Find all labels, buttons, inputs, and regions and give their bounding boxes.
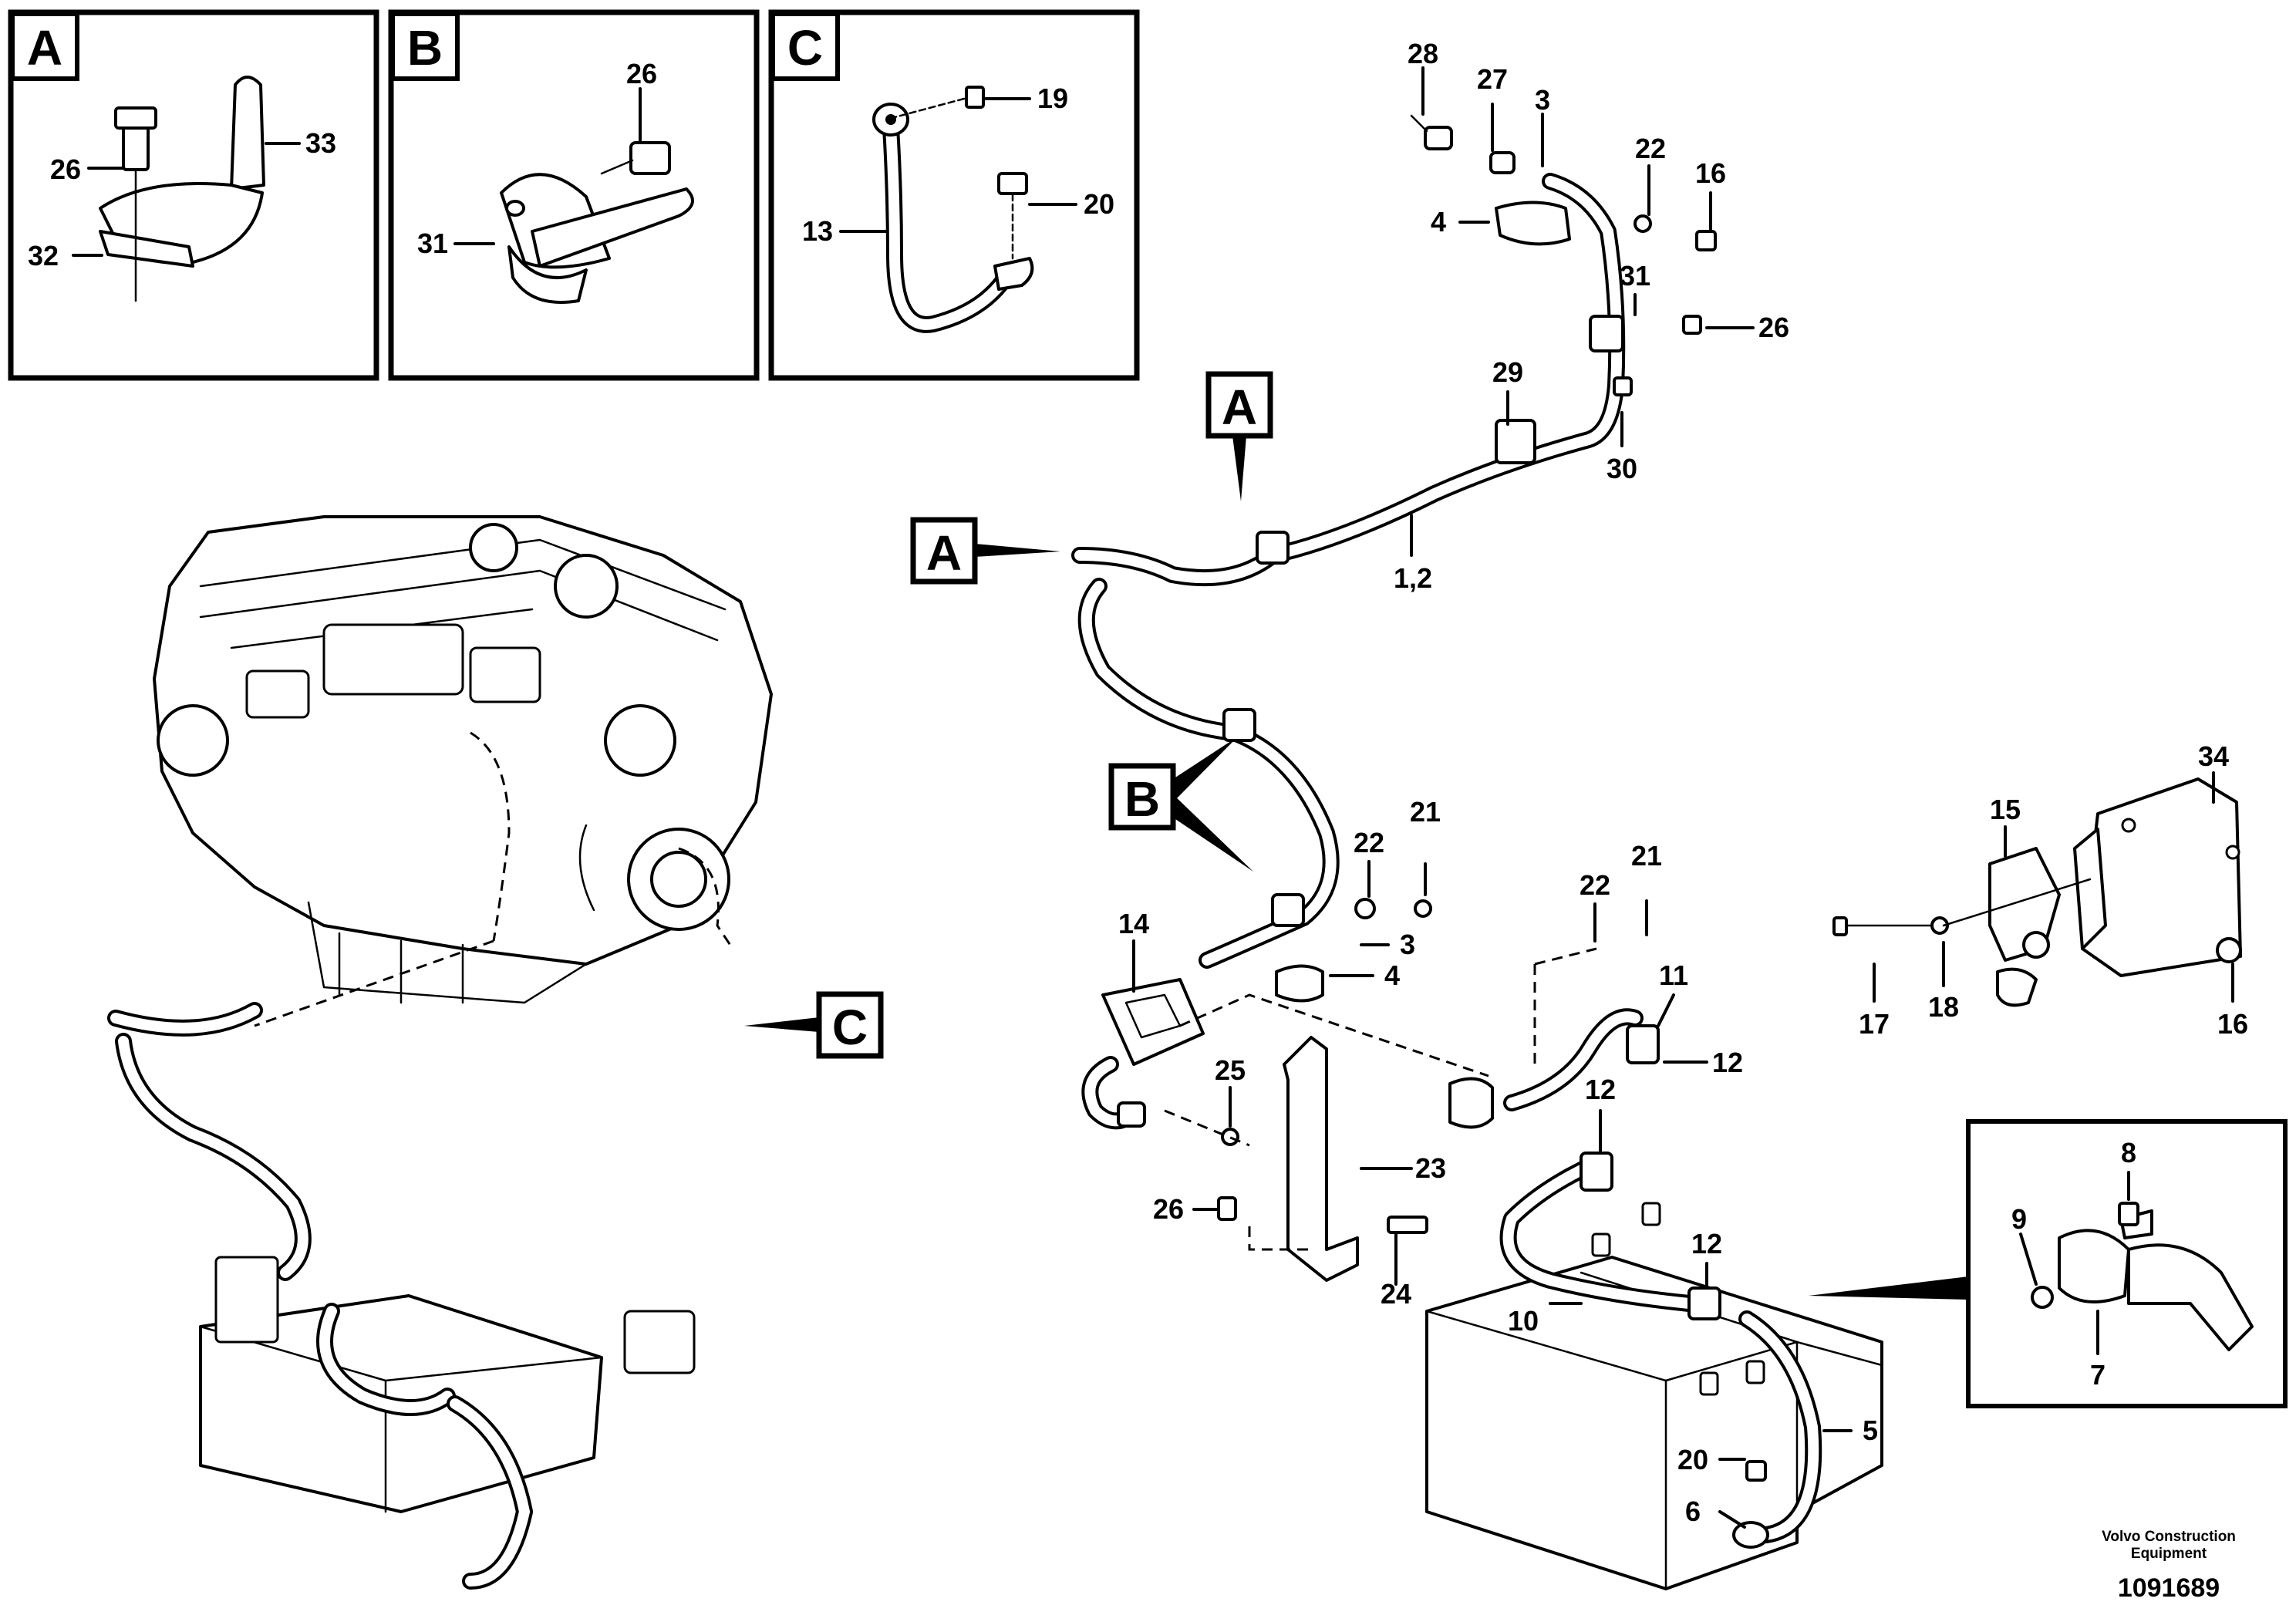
detail-view-a[interactable]: A 26 33 32 <box>8 9 379 381</box>
label-3: 3 <box>1535 84 1550 116</box>
document-number: 1091689 <box>2118 1573 2220 1603</box>
label-29: 29 <box>1492 356 1523 388</box>
label-25: 25 <box>1215 1054 1246 1086</box>
callout-view-c[interactable]: C <box>744 991 884 1059</box>
connector-parts-mid <box>1275 898 1432 1003</box>
label-31: 31 <box>417 228 448 259</box>
bracket-23 <box>1217 1036 1428 1282</box>
label-13: 13 <box>802 215 833 247</box>
label-26: 26 <box>1758 312 1789 343</box>
detail-view-b[interactable]: B 26 31 <box>388 9 760 381</box>
label-3: 3 <box>1400 929 1415 960</box>
label-12: 12 <box>1712 1047 1743 1078</box>
cable-tie-clamp-drawing <box>99 76 265 302</box>
credit-line-2: Equipment <box>2131 1546 2207 1562</box>
main-cable-harness <box>1071 173 1626 969</box>
label-15: 15 <box>1990 794 2021 825</box>
label-9: 9 <box>2011 1203 2027 1235</box>
detail-view-c-letter: C <box>787 20 823 76</box>
label-32: 32 <box>28 240 59 271</box>
label-12: 12 <box>1691 1228 1722 1259</box>
label-6: 6 <box>1685 1496 1701 1527</box>
label-26: 26 <box>626 58 657 89</box>
callout-letter: A <box>1222 379 1257 435</box>
label-22: 22 <box>1354 827 1384 858</box>
label-33: 33 <box>305 127 336 159</box>
engine-battery-harness <box>107 1002 696 1590</box>
detail-clamp-box <box>1809 1119 2288 1408</box>
label-24: 24 <box>1381 1278 1411 1310</box>
label-22: 22 <box>1580 869 1610 901</box>
label-10: 10 <box>1508 1305 1539 1337</box>
label-16: 16 <box>1695 157 1726 189</box>
label-18: 18 <box>1928 991 1959 1023</box>
label-26: 26 <box>1153 1193 1184 1225</box>
label-5: 5 <box>1863 1415 1878 1446</box>
battery-set <box>1425 1152 1883 1590</box>
label-19: 19 <box>1037 83 1068 114</box>
label-20: 20 <box>1677 1444 1708 1475</box>
p-clamp-drawing <box>500 141 694 304</box>
ground-strap-drawing <box>872 86 1034 333</box>
callout-letter: A <box>926 525 962 581</box>
label-16: 16 <box>2217 1008 2248 1040</box>
label-21: 21 <box>1631 840 1662 872</box>
relay-15-bracket-34 <box>1832 777 2242 1007</box>
label-30: 30 <box>1607 453 1637 484</box>
label-20: 20 <box>1084 188 1114 220</box>
label-11: 11 <box>1659 959 1688 991</box>
callout-letter: C <box>832 1000 868 1055</box>
engine-illustration <box>153 515 773 1027</box>
callout-view-b[interactable]: B <box>1108 737 1253 872</box>
leader-lines <box>1132 66 2234 1529</box>
label-1-2: 1,2 <box>1394 562 1432 594</box>
connector-parts-top <box>1410 114 1717 396</box>
credit-line-1: Volvo Construction <box>2102 1529 2236 1545</box>
label-4: 4 <box>1384 959 1400 991</box>
label-4: 4 <box>1431 206 1446 238</box>
callout-view-a-upper[interactable]: A <box>1205 371 1273 501</box>
callout-view-a-left[interactable]: A <box>910 517 1060 585</box>
label-12: 12 <box>1585 1074 1616 1105</box>
label-26: 26 <box>50 153 81 185</box>
label-17: 17 <box>1859 1008 1890 1040</box>
label-22: 22 <box>1635 133 1666 164</box>
label-31: 31 <box>1620 260 1650 292</box>
label-7: 7 <box>2090 1359 2106 1391</box>
label-21: 21 <box>1410 796 1441 828</box>
callout-letter: B <box>1124 771 1160 827</box>
detail-view-a-letter: A <box>27 20 62 76</box>
footer: Volvo Construction Equipment 1091689 <box>2102 1529 2236 1603</box>
label-23: 23 <box>1415 1152 1446 1184</box>
assembly-dashed-lines <box>1164 947 1597 1251</box>
label-27: 27 <box>1477 63 1508 95</box>
cable-11 <box>1448 1008 1660 1129</box>
detail-view-b-letter: B <box>407 20 443 76</box>
relay-switch-14 <box>1081 978 1205 1130</box>
label-8: 8 <box>2121 1137 2136 1168</box>
label-14: 14 <box>1118 908 1149 939</box>
detail-view-c[interactable]: C 19 13 20 <box>768 9 1140 381</box>
label-34: 34 <box>2198 740 2229 772</box>
label-28: 28 <box>1408 38 1438 69</box>
part-labels: 28 27 3 22 16 4 31 26 29 30 1,2 22 21 3 … <box>1118 38 2248 1527</box>
